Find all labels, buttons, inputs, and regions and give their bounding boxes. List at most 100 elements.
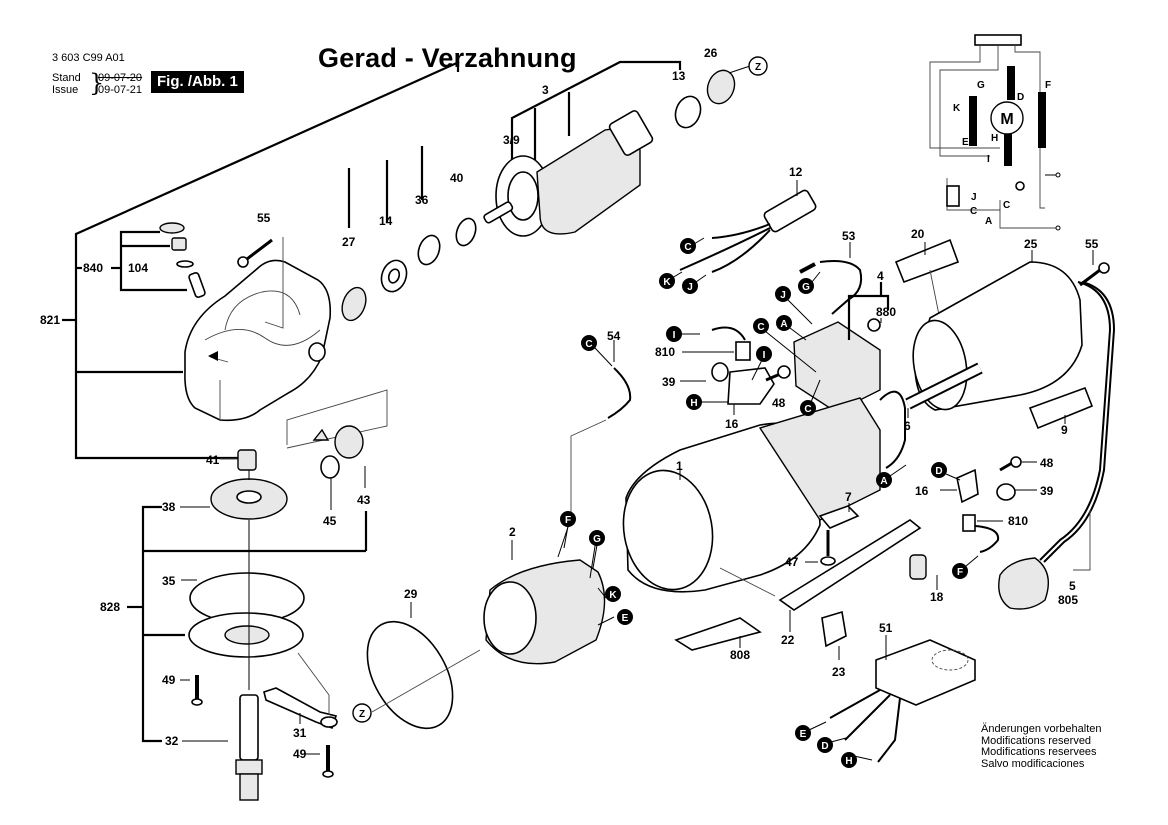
svg-text:K: K xyxy=(663,277,671,288)
connector-markers: C K J G J A C C I I H C A D F F G K E E … xyxy=(560,237,979,768)
svg-text:I: I xyxy=(763,350,766,361)
part-label: 9 xyxy=(1061,423,1068,437)
part-label: 13 xyxy=(672,69,686,83)
svg-text:F: F xyxy=(957,567,963,578)
note-line: Modifications reservees xyxy=(981,746,1097,758)
part-label: 31 xyxy=(293,726,307,740)
part-label: 22 xyxy=(781,633,795,647)
svg-text:H: H xyxy=(845,756,852,767)
part-label: 49 xyxy=(162,673,176,687)
schematic-label: J xyxy=(971,192,977,203)
svg-text:C: C xyxy=(757,322,764,333)
connector-marker-e: E xyxy=(795,721,827,741)
lever-31 xyxy=(263,652,338,730)
motor-symbol: M xyxy=(1000,111,1013,128)
schematic-label: K xyxy=(953,103,961,114)
part-label: 1 xyxy=(676,459,683,473)
z-marker-top: Z xyxy=(748,56,768,76)
part-label: 35 xyxy=(162,574,176,588)
svg-text:G: G xyxy=(802,282,810,293)
part-label: 14 xyxy=(379,214,393,228)
part-label: 27 xyxy=(342,235,356,249)
document-number: 3 603 C99 A01 xyxy=(52,52,125,64)
part-label: 840 xyxy=(83,261,103,275)
part-label: 821 xyxy=(40,313,60,327)
part-label: 810 xyxy=(1008,514,1028,528)
part-label: 53 xyxy=(842,229,856,243)
z-letter: Z xyxy=(359,709,365,720)
part-label: 54 xyxy=(607,329,621,343)
part-label: 3/9 xyxy=(503,133,520,147)
wire-53 xyxy=(799,242,863,315)
part-label: 2 xyxy=(509,525,516,539)
part-label: 43 xyxy=(357,493,371,507)
pinion-parts xyxy=(286,389,388,510)
svg-text:G: G xyxy=(593,534,601,545)
modifications-note: Änderungen vorbehalten Modifications res… xyxy=(981,723,1102,770)
wire-54 xyxy=(570,340,632,515)
svg-text:D: D xyxy=(935,466,942,477)
connector-marker-a: A xyxy=(776,315,807,341)
svg-text:C: C xyxy=(585,339,592,350)
wiring-schematic: M G F D K E H I J C C A xyxy=(929,34,1061,231)
part-label: 26 xyxy=(704,46,718,60)
connector-marker-j: J xyxy=(682,274,707,294)
part-label: 48 xyxy=(772,396,786,410)
armature-3 xyxy=(483,60,751,237)
connector-marker-a: A xyxy=(876,464,907,488)
connector-marker-k: K xyxy=(605,586,621,602)
switch-slide-parts xyxy=(674,503,938,660)
part-label: 36 xyxy=(415,193,429,207)
part-label: 47 xyxy=(785,555,799,569)
screw-49 xyxy=(180,675,334,778)
part-label: 16 xyxy=(915,484,929,498)
stand-label: Stand xyxy=(52,72,81,84)
part-label: 18 xyxy=(930,590,944,604)
brush-holder-left xyxy=(680,326,791,415)
part-label: 39 xyxy=(1040,484,1054,498)
part-label: 104 xyxy=(128,261,148,275)
schematic-label: F xyxy=(1045,80,1051,91)
connector-marker-c: C xyxy=(800,379,821,416)
svg-text:I: I xyxy=(673,330,676,341)
schematic-label: D xyxy=(1017,92,1024,103)
part-label: 51 xyxy=(879,621,893,635)
bearing-parts xyxy=(341,217,477,322)
rotation-arrow-icon xyxy=(208,351,218,361)
svg-text:E: E xyxy=(622,613,629,624)
part-label: 12 xyxy=(789,165,803,179)
connector-marker-f: F xyxy=(952,555,979,579)
sleeve-41 xyxy=(220,449,257,471)
motor-housing-1 xyxy=(622,397,881,597)
issue-date: 09-07-21 xyxy=(98,84,143,96)
bracket-840 xyxy=(76,230,187,292)
note-line: Änderungen vorbehalten xyxy=(981,723,1102,735)
part-label: 40 xyxy=(450,171,464,185)
part-label: 4 xyxy=(877,269,884,283)
part-label: 20 xyxy=(911,227,925,241)
power-cord xyxy=(879,281,1116,610)
part-label: 16 xyxy=(725,417,739,431)
svg-text:H: H xyxy=(690,398,697,409)
part-label: 41 xyxy=(206,453,220,467)
part-label: 55 xyxy=(1085,237,1099,251)
brace-icon: } xyxy=(89,69,105,97)
part-label: 5 xyxy=(1069,579,1076,593)
svg-text:K: K xyxy=(609,590,617,601)
connector-marker-i: I xyxy=(666,326,700,342)
part-label: 49 xyxy=(293,747,307,761)
bearing-flange xyxy=(181,520,305,690)
svg-text:C: C xyxy=(684,242,691,253)
part-label: 3 xyxy=(542,83,549,97)
part-label: 828 xyxy=(100,600,120,614)
part-label: 55 xyxy=(257,211,271,225)
part-label: 810 xyxy=(655,345,675,359)
stand-date: 09-07-20 xyxy=(98,72,143,84)
connector-marker-h: H xyxy=(841,752,873,768)
connector-marker-j: J xyxy=(775,286,813,325)
svg-text:F: F xyxy=(565,515,571,526)
connector-marker-h: H xyxy=(686,394,722,410)
note-line: Modifications reserved xyxy=(981,734,1092,747)
connector-marker-e: E xyxy=(617,609,633,625)
figure-badge: Fig. /Abb. 1 xyxy=(151,71,244,93)
